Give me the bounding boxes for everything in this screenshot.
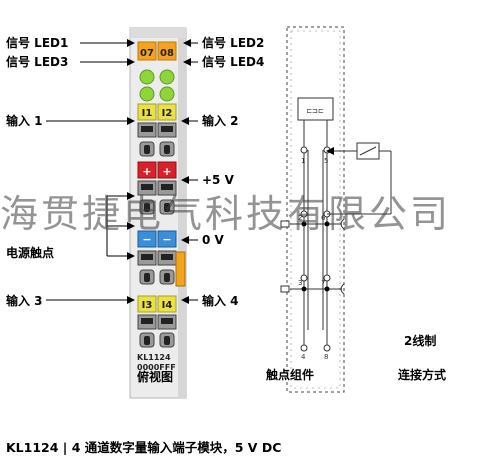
plus-right-terminal bbox=[157, 161, 177, 179]
contact-num-1: 1 bbox=[301, 157, 305, 165]
channel-i1-text: I1 bbox=[142, 108, 153, 119]
module-model: KL1124 bbox=[137, 353, 171, 362]
plus-left-text: + bbox=[142, 165, 151, 178]
module-top-cap bbox=[130, 28, 186, 38]
watermark: 海贯捷电气科技有限公司 bbox=[0, 192, 452, 236]
dashed-outline-inner bbox=[290, 30, 341, 389]
contact-num-8: 8 bbox=[324, 353, 328, 361]
green-led-1 bbox=[139, 69, 155, 85]
channel-i4 bbox=[157, 295, 177, 313]
minus-right-text: − bbox=[162, 233, 171, 246]
contact-num-6: 6 bbox=[321, 214, 326, 222]
two-wire-connection bbox=[326, 142, 392, 215]
label-input1: 输入 1 bbox=[6, 114, 43, 128]
label-led2: 信号 LED2 bbox=[202, 36, 265, 50]
contact-num-2: 2 bbox=[298, 214, 302, 222]
green-led-2 bbox=[159, 69, 175, 85]
channel-i4-text: I4 bbox=[162, 300, 173, 311]
figure-caption: KL1124 | 4 通道数字量输入端子模块，5 V DC bbox=[6, 440, 282, 455]
led-08-text: 08 bbox=[160, 48, 174, 59]
terminal-block-3 bbox=[137, 250, 177, 285]
label-top-view: 俯视图 bbox=[137, 370, 174, 384]
green-led-3 bbox=[139, 86, 155, 102]
green-led-4 bbox=[159, 86, 175, 102]
label-plus5v: +5 V bbox=[202, 173, 234, 187]
label-two-wire: 2线制 bbox=[404, 334, 437, 348]
label-led1: 信号 LED1 bbox=[6, 36, 69, 50]
terminal-block-2 bbox=[137, 180, 177, 215]
plus-left-terminal bbox=[137, 161, 157, 179]
channel-i3 bbox=[137, 295, 157, 313]
channel-i2 bbox=[157, 103, 177, 121]
plus-right-text: + bbox=[162, 165, 171, 178]
channel-i3-text: I3 bbox=[142, 300, 153, 311]
terminal-block-1 bbox=[137, 122, 177, 157]
orange-side-tab bbox=[175, 251, 186, 287]
label-0v: 0 V bbox=[202, 233, 224, 247]
terminal-module: 07 08 I1 I2 + + bbox=[129, 27, 187, 399]
label-input2: 输入 2 bbox=[202, 114, 239, 128]
dashed-outline-outer bbox=[286, 26, 345, 393]
label-connection-method: 连接方式 bbox=[398, 368, 447, 382]
minus-left-terminal bbox=[137, 230, 157, 248]
module-model-code: 0000FFF bbox=[137, 363, 176, 372]
label-contact-assembly: 触点组件 bbox=[266, 368, 315, 382]
minus-right-terminal bbox=[157, 230, 177, 248]
contact-num-7: 7 bbox=[321, 279, 325, 287]
channel-i1 bbox=[137, 103, 157, 121]
module-housing bbox=[129, 27, 187, 399]
label-input4: 输入 4 bbox=[202, 294, 239, 308]
module-side-rail bbox=[178, 28, 186, 398]
minus-left-text: − bbox=[142, 233, 151, 246]
annotation-arrows bbox=[46, 39, 198, 304]
led-07-text: 07 bbox=[140, 48, 154, 59]
contact-num-5: 5 bbox=[324, 157, 328, 165]
channel-i2-text: I2 bbox=[162, 108, 173, 119]
contact-num-3: 3 bbox=[298, 279, 302, 287]
label-led3: 信号 LED3 bbox=[6, 55, 69, 69]
input-stage-glyph: ⊏⊐⊏ bbox=[306, 107, 324, 115]
contact-assembly: ⊏⊐⊏ 1 5 2 6 3 bbox=[280, 26, 345, 393]
input-stage-box bbox=[297, 97, 334, 121]
label-power-contacts: 电源触点 bbox=[6, 246, 55, 260]
led-07 bbox=[137, 41, 157, 61]
led-08 bbox=[157, 41, 177, 61]
contact-num-4: 4 bbox=[301, 353, 306, 361]
terminal-block-4 bbox=[137, 314, 177, 348]
label-led4: 信号 LED4 bbox=[202, 55, 265, 69]
label-input3: 输入 3 bbox=[6, 294, 43, 308]
